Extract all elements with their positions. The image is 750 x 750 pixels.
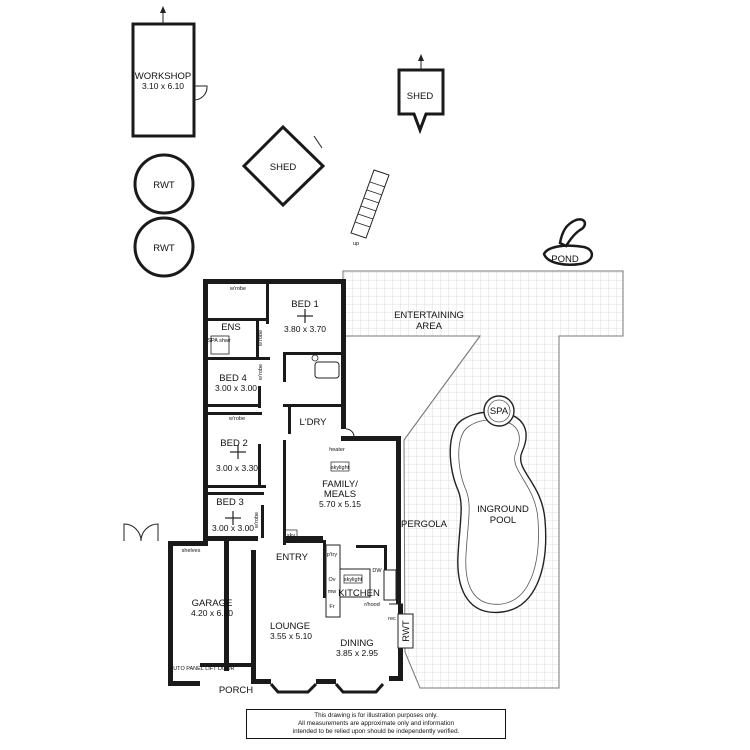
vanity-basin [311,354,319,362]
disclaimer-line-3: intended to be relied upon should be ind… [292,728,460,736]
rwt-3-label: RWT [401,620,412,642]
bed4-size: 3.00 x 3.00 [215,383,257,393]
workshop-size: 3.10 x 6.10 [142,81,184,91]
laundry-label: L'DRY [300,417,328,428]
dining-size: 3.85 x 2.95 [336,648,378,658]
bathtub [314,361,340,379]
bed3-label: BED 3 [216,497,243,508]
workshop-arrowhead [160,6,166,13]
workshop-building [131,22,196,138]
pond-shape [542,218,593,266]
pergola-label: PERGOLA [401,519,448,530]
shed-top-label: SHED [407,91,434,102]
ceiling-fan-bed2 [230,445,246,459]
stairs-up-label: up [353,241,359,247]
disclaimer-line-2: All measurements are approximate only an… [297,720,455,728]
kitchen-sink-bench [383,569,397,601]
shed-top-arrowhead [418,54,424,61]
lounge-bay-window [269,682,318,694]
auto-door-label: AUTO PANEL LIFT DOOR [170,666,235,672]
shed-left-label: SHED [270,162,297,173]
lounge-size: 3.55 x 5.10 [270,631,312,641]
rec-label: rec [388,616,396,622]
bed2-wrobe-label: w'robe [228,416,245,422]
spa-label: SPA [490,406,509,417]
inground-pool [449,411,547,614]
rwt-2-label: RWT [153,243,175,254]
bed1-label: BED 1 [291,299,318,310]
ceiling-fan-bed1 [297,309,313,323]
rangehood-label: r/hood [364,602,380,608]
workshop-door [193,85,208,101]
entry-sky-label: sky [287,533,296,539]
bed4-label: BED 4 [219,373,246,384]
bed2-size: 3.00 x 3.30 [216,463,258,473]
disclaimer-line-1: This drawing is for illustration purpose… [314,712,438,719]
ens-label: ENS [221,322,241,333]
entertaining-edge [343,335,481,441]
entertaining-label-1: ENTERTAINING [394,310,464,321]
kitchen-skylight-box [343,574,363,584]
pantry-label: p'try [327,552,337,558]
skylight-box [330,461,350,472]
ceiling-fan-bed3 [225,511,241,525]
pergola-door [345,428,403,605]
shelves-label: shelves [182,548,201,554]
garage-label: GARAGE [192,598,233,609]
garage-side-door [123,523,159,542]
entertaining-label-2: AREA [416,321,443,332]
bed3-wrobe-label: w'robe [254,512,260,529]
pool-label-1: INGROUND [477,504,529,515]
disclaimer-box: This drawing is for illustration purpose… [246,709,506,739]
dishwasher-label: DW [372,568,382,574]
family-label-1: FAMILY/ [322,479,358,490]
bed1-size: 3.80 x 3.70 [284,324,326,334]
shed-left-building [241,124,326,208]
entry-label: ENTRY [276,552,309,563]
spa-shower-label: SPA shwr [207,338,231,344]
oven-label: Ov [328,577,335,583]
rwt-tank-1 [133,153,195,215]
bed1-wrobe-label: w'robe [229,286,246,292]
ens-wrobe-label: w'robe [258,330,264,347]
pond-label: POND [551,254,579,265]
bed2-label: BED 2 [220,438,247,449]
stairs [350,169,390,239]
family-label-2: MEALS [324,489,356,500]
bed4-wrobe-label: w'robe [258,364,264,381]
dining-label: DINING [340,638,373,649]
dining-bay-window [334,683,385,694]
shed-top-building [397,68,445,135]
rwt-tank-2 [133,216,195,278]
pool-label-2: POOL [490,515,516,526]
pool-inner-edge [458,419,539,605]
ensuite-shower [210,335,230,355]
skylight-label: skylight [331,465,350,471]
garage-size: 4.20 x 6.80 [191,608,233,618]
spa-inner [487,399,511,423]
shed-left-door [313,135,323,149]
dining-wall-bottom [316,679,336,684]
microwave-label: mw [328,589,337,595]
family-size: 5.70 x 5.15 [319,499,361,509]
entry-skylight-box [284,529,298,540]
bed3-size: 3.00 x 3.00 [212,523,254,533]
porch-label: PORCH [219,685,253,696]
kitchen-label: KITCHEN [338,588,380,599]
fridge-label: Fr [329,604,334,610]
lounge-label: LOUNGE [270,621,310,632]
house-walls [168,279,403,686]
rwt-1-label: RWT [153,180,175,191]
heater-label: heater [329,447,345,453]
workshop-label: WORKSHOP [135,71,191,82]
kitchen-skylight-label: skylight [344,577,363,583]
rwt-3-tank [397,613,414,649]
